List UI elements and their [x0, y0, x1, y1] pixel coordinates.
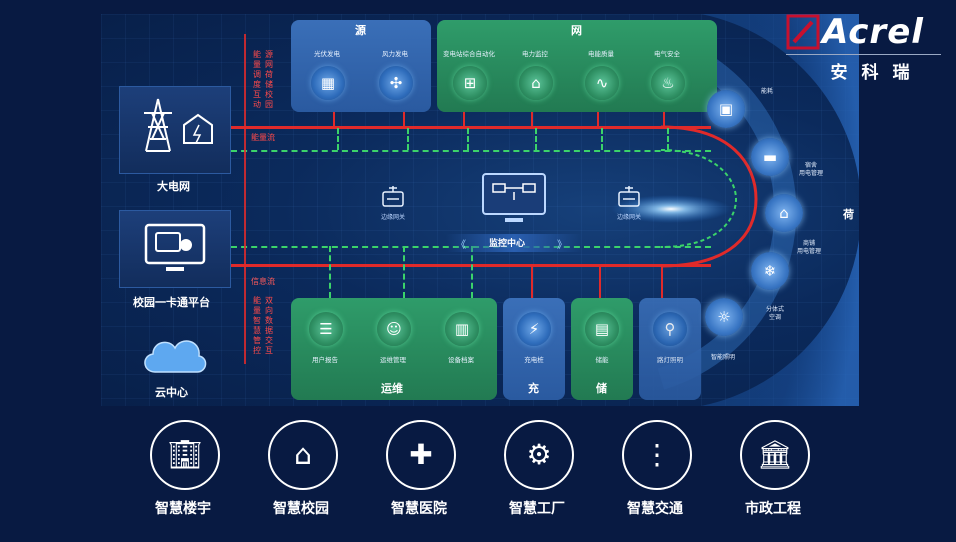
substation-icon: ⊞ [453, 66, 487, 100]
load-title: 荷 [843, 208, 854, 221]
air-conditioner-label: 分体式 空调 [765, 306, 784, 321]
card-platform-card [119, 210, 231, 288]
smart-building-label: 智慧楼宇 [155, 501, 211, 517]
edge-gateway-right-icon [618, 186, 640, 207]
charging-pile-icon: ⚡ [517, 312, 551, 346]
smart-lighting-icon: ☼ [705, 298, 743, 336]
cloud-label: 云中心 [155, 386, 188, 399]
energy-consumption-label: 能耗 [760, 88, 773, 95]
monitor-center-icon [482, 173, 546, 222]
monitor-center-label: 监控中心 [489, 239, 526, 249]
energy-consumption-icon: ▣ [707, 90, 745, 128]
shop-icon: ⌂ [765, 194, 803, 232]
user-report-icon: ☰ [309, 312, 343, 346]
municipal-label: 市政工程 [745, 501, 801, 517]
ops-panel: ☰ ☺ ▥ 用户报告 运维管理 设备档案 运维 [291, 298, 497, 400]
equipment-archive-icon: ▥ [445, 312, 479, 346]
ops-title: 运维 [381, 382, 403, 395]
dormitory-label: 宿舍 用电管理 [798, 162, 823, 177]
acrel-chinese-name: 安科瑞 [830, 63, 924, 83]
edge-gateway-left-icon [382, 186, 404, 207]
storage-title: 储 [596, 382, 607, 395]
road-light-panel: ⚲ 路灯照明 [639, 298, 701, 400]
energy-flow-curve [661, 125, 758, 268]
charge-title: 充 [528, 382, 539, 395]
grid-label: 大电网 [157, 180, 190, 193]
power-quality-label: 电能质量 [588, 50, 614, 58]
municipal-icon: 🏛︎ [740, 420, 810, 490]
info-flow-line-top [231, 150, 711, 152]
smart-campus-icon: ⌂ [268, 420, 338, 490]
edge-gateway-left-label: 边缘网关 [380, 214, 405, 221]
shop-label: 商铺 用电管理 [796, 240, 821, 255]
vertical-text-dispatch: 能量调度互动 [253, 50, 261, 109]
grid-panel: 网 变电站综合自动化 电力监控 电能质量 电气安全 ⊞ ⌂ ∿ ♨ [437, 20, 717, 112]
cloud-icon [144, 340, 207, 373]
transmission-tower-icon [144, 98, 213, 152]
source-title: 源 [355, 24, 366, 37]
substation-label: 变电站综合自动化 [443, 50, 495, 58]
storage-panel: ▤ 储能 储 [571, 298, 633, 400]
monitor-card-icon [144, 223, 206, 271]
smart-lighting-label: 智能照明 [710, 354, 735, 361]
equipment-archive-label: 设备档案 [448, 356, 474, 364]
source-panel: 源 光伏发电 风力发电 ▦ ✣ [291, 20, 431, 112]
smart-hospital-label: 智慧医院 [391, 501, 447, 517]
charging-pile-label: 充电桩 [524, 356, 544, 364]
charge-panel: ⚡ 充电桩 充 [503, 298, 565, 400]
energy-flow-line-top [231, 126, 711, 129]
fire-safety-icon: ♨ [651, 66, 685, 100]
wind-turbine-icon: ✣ [379, 66, 413, 100]
dormitory-icon: ▬ [751, 138, 789, 176]
monitor-center-banner [446, 234, 582, 252]
grid-title: 网 [571, 24, 582, 37]
power-monitor-icon: ⌂ [519, 66, 553, 100]
energy-diagram: 大电网 校园一卡通平台 云中心 能量调度互动 源网荷储校园 能量流 信息流 能量… [101, 14, 859, 406]
wind-label: 风力发电 [382, 50, 408, 58]
smart-factory-label: 智慧工厂 [509, 501, 565, 517]
smart-factory-icon: ⚙ [504, 420, 574, 490]
smart-traffic-label: 智慧交通 [627, 501, 683, 517]
power-monitor-label: 电力监控 [522, 50, 548, 58]
grid-card [119, 86, 231, 174]
info-flow-label: 信息流 [251, 277, 275, 286]
chevron-right-icon: 》 [557, 240, 567, 251]
smart-building-icon: 🏢︎ [150, 420, 220, 490]
vertical-text-data: 双向数据交互 [265, 296, 273, 355]
chevron-left-icon: 《 [456, 240, 466, 251]
energy-storage-label: 储能 [595, 356, 609, 364]
solar-label: 光伏发电 [314, 50, 340, 58]
acrel-brand: Acrel [822, 12, 924, 52]
electrical-safety-label: 电气安全 [654, 50, 680, 58]
edge-gateway-right-label: 边缘网关 [616, 214, 641, 221]
acrel-logo-mark-icon [786, 14, 820, 50]
vertical-text-campus: 源网荷储校园 [265, 50, 273, 109]
street-light-icon: ⚲ [653, 312, 687, 346]
air-conditioner-icon: ❄ [751, 252, 789, 290]
info-flow-curve [661, 149, 738, 248]
smart-traffic-icon: ⋮ [622, 420, 692, 490]
logo-divider [786, 54, 941, 55]
smart-hospital-icon: ✚ [386, 420, 456, 490]
energy-flow-label: 能量流 [251, 133, 275, 142]
energy-storage-icon: ▤ [585, 312, 619, 346]
card-platform-label: 校园一卡通平台 [133, 296, 210, 309]
smart-campus-label: 智慧校园 [273, 501, 329, 517]
ops-management-icon: ☺ [377, 312, 411, 346]
acrel-logo: Acrel 安科瑞 [786, 10, 946, 86]
power-quality-icon: ∿ [585, 66, 619, 100]
user-report-label: 用户报告 [312, 356, 338, 364]
street-light-label: 路灯照明 [657, 356, 683, 364]
vertical-text-control: 能量智慧管控 [253, 296, 261, 355]
ops-management-label: 运维管理 [380, 356, 406, 364]
solar-panel-icon: ▦ [311, 66, 345, 100]
